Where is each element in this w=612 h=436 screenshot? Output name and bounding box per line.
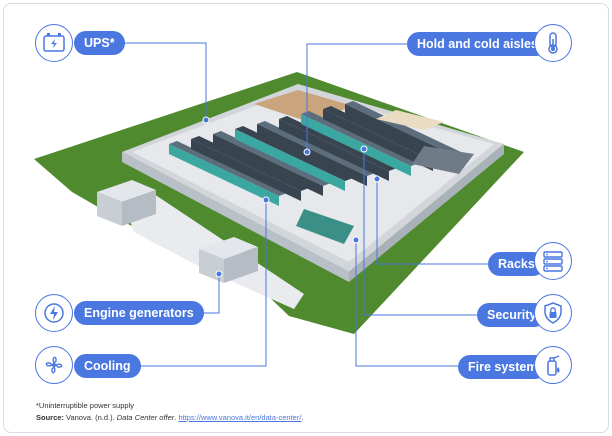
- dot-aisles: [303, 148, 311, 156]
- label-cooling: Cooling: [74, 354, 141, 378]
- lower-grass: [294, 294, 354, 334]
- hvac-unit-1: [97, 180, 156, 226]
- label-ups: UPS*: [74, 31, 125, 55]
- rack-row-side: [235, 129, 345, 191]
- dot-cooling: [262, 196, 270, 204]
- shield-lock-icon: [534, 294, 572, 332]
- rack-row: [235, 126, 353, 181]
- rack-row: [345, 101, 463, 156]
- source-link[interactable]: https://www.vanova.it/en/data-center/: [178, 413, 302, 422]
- rack-row-side: [257, 124, 367, 186]
- rack-row-side: [213, 134, 323, 196]
- rack-row: [323, 106, 441, 161]
- line-fire: [355, 240, 458, 367]
- dot-generators: [215, 270, 223, 278]
- label-generators: Engine generators: [74, 301, 204, 325]
- equipment-room: [296, 209, 354, 244]
- dot-ups: [202, 116, 210, 124]
- rack-row: [257, 121, 375, 176]
- footnote-asterisk: *Uninterruptible power supply: [36, 401, 134, 410]
- rack-row-side: [169, 144, 279, 206]
- battery-icon: [35, 24, 73, 62]
- power-generator-icon: [35, 294, 73, 332]
- line-racks: [376, 179, 488, 265]
- rack-row: [213, 131, 331, 186]
- rack-row-side: [323, 109, 433, 171]
- line-aisles: [306, 43, 407, 152]
- fire-extinguisher-icon: [534, 346, 572, 384]
- source-sep: .: [174, 413, 179, 422]
- data-center-scene: [34, 42, 524, 367]
- building-wall-right: [349, 144, 504, 282]
- building-wall-left: [122, 152, 349, 282]
- dot-racks: [373, 175, 381, 183]
- dot-security: [360, 145, 368, 153]
- line-ups: [122, 42, 207, 120]
- footnote-source: Source: Vanova. (n.d.). Data Center offe…: [36, 413, 304, 422]
- source-text: Vanova. (n.d.).: [63, 413, 117, 422]
- source-end: .: [301, 413, 304, 422]
- rack-row: [279, 116, 397, 171]
- label-aisles: Hold and cold aisles: [407, 32, 548, 56]
- line-cooling: [129, 200, 267, 367]
- connector-lines: [122, 42, 488, 367]
- rack-row-side: [301, 114, 411, 176]
- rack-rows: [169, 101, 463, 206]
- fan-icon: [35, 346, 73, 384]
- source-title: Data Center offer: [116, 413, 175, 422]
- label-fire: Fire system: [458, 355, 548, 379]
- line-security: [363, 149, 477, 316]
- rack-row-side: [191, 139, 301, 201]
- thermometer-icon: [534, 24, 572, 62]
- dot-fire: [352, 236, 360, 244]
- rack-row: [301, 111, 419, 166]
- connector-dots: [202, 116, 381, 278]
- infographic-frame: UPS* Hold and cold aisles Racks Engine g…: [3, 3, 609, 433]
- server-rack-icon: [534, 242, 572, 280]
- control-room: [412, 146, 474, 174]
- source-label: Source:: [36, 413, 64, 422]
- rack-row: [191, 136, 309, 191]
- storage-room: [376, 110, 444, 130]
- rack-row: [169, 141, 287, 196]
